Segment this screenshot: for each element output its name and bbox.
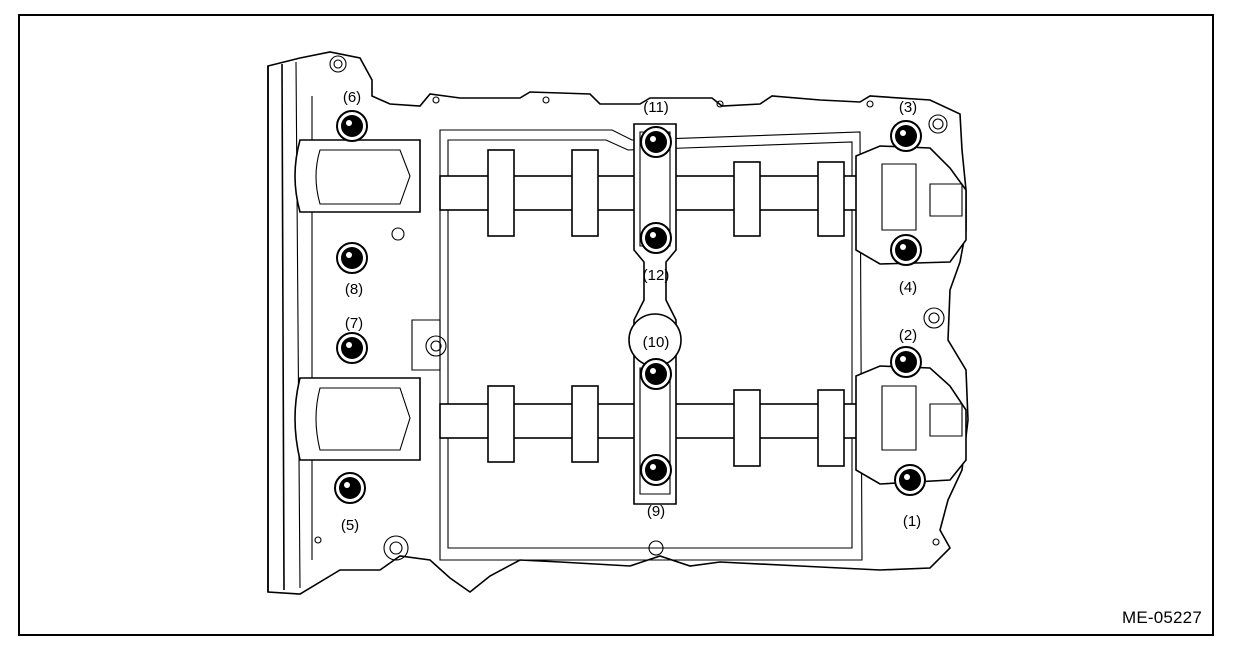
bolt-6-highlight <box>346 120 352 126</box>
bolt-3-label: (3) <box>899 99 917 116</box>
bolt-5-label: (5) <box>341 517 359 534</box>
bolt-1-label: (1) <box>903 513 921 530</box>
bolt-8-highlight <box>346 252 352 258</box>
bolt-11-highlight <box>650 136 656 142</box>
bolt-2-highlight <box>900 356 906 362</box>
bolt-1: (1) <box>894 464 926 530</box>
bolt-10-label: (10) <box>643 334 670 351</box>
bolt-4: (4) <box>890 234 922 296</box>
bolt-6: (6) <box>336 89 368 142</box>
bolt-2: (2) <box>890 327 922 378</box>
bolt-9-label: (9) <box>647 503 665 520</box>
bolt-10: (10) <box>640 334 672 390</box>
bolt-10-highlight <box>650 368 656 374</box>
bolt-8-head <box>341 247 363 269</box>
bolt-7-highlight <box>346 342 352 348</box>
bolt-12-highlight <box>650 232 656 238</box>
bolt-5-highlight <box>344 482 350 488</box>
bolt-3-highlight <box>900 130 906 136</box>
bolt-7-head <box>341 337 363 359</box>
bolt-6-head <box>341 115 363 137</box>
bolt-9: (9) <box>640 454 672 520</box>
bolt-1-head <box>899 469 921 491</box>
bolt-7-label: (7) <box>345 315 363 332</box>
bolt-5: (5) <box>334 472 366 534</box>
bolt-12-head <box>645 227 667 249</box>
head-outline <box>267 51 969 595</box>
bolt-4-label: (4) <box>899 279 917 296</box>
bolt-9-head <box>645 459 667 481</box>
bolt-1-highlight <box>904 474 910 480</box>
bolt-8: (8) <box>336 242 368 298</box>
bolt-11-head <box>645 131 667 153</box>
bolt-4-head <box>895 239 917 261</box>
bolt-layer: (1) (2) (3) (4) (5) (6) (7) (8) (9) (10) (11) (12) <box>334 89 926 534</box>
bolt-2-head <box>895 351 917 373</box>
bolt-2-label: (2) <box>899 327 917 344</box>
bolt-9-highlight <box>650 464 656 470</box>
bolt-4-highlight <box>900 244 906 250</box>
bolt-6-label: (6) <box>343 89 361 106</box>
bolt-7: (7) <box>336 315 368 364</box>
bolt-10-head <box>645 363 667 385</box>
bolt-8-label: (8) <box>345 281 363 298</box>
bolt-3: (3) <box>890 99 922 152</box>
center-cap <box>628 123 682 505</box>
right-cam-brackets <box>855 145 967 485</box>
bolt-11: (11) <box>640 99 672 158</box>
bolt-5-head <box>339 477 361 499</box>
bolt-3-head <box>895 125 917 147</box>
figure-code: ME-05227 <box>1121 608 1202 627</box>
left-journal-caps <box>294 139 421 461</box>
bolt-11-label: (11) <box>643 99 669 116</box>
bolt-12: (12) <box>640 222 672 284</box>
bolt-12-label: (12) <box>643 267 670 284</box>
